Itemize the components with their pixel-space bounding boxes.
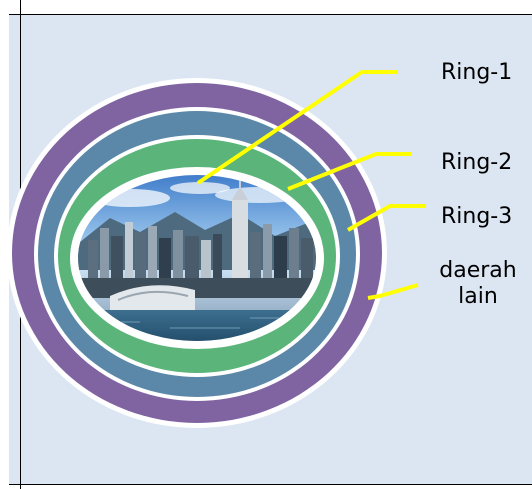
label-ring-2: Ring-2 (441, 150, 513, 175)
frame-top-border (9, 14, 532, 15)
pointer-other (367, 283, 419, 300)
frame-bottom-border (9, 484, 532, 485)
label-ring-1: Ring-1 (441, 60, 513, 85)
pointer-ring-3 (347, 204, 426, 232)
label-ring-3: Ring-3 (441, 204, 513, 229)
pointer-ring-2 (287, 152, 412, 191)
pointer-ring-1 (196, 70, 398, 185)
label-other-area: daerah lain (439, 258, 517, 309)
pointer-lines (196, 70, 426, 300)
